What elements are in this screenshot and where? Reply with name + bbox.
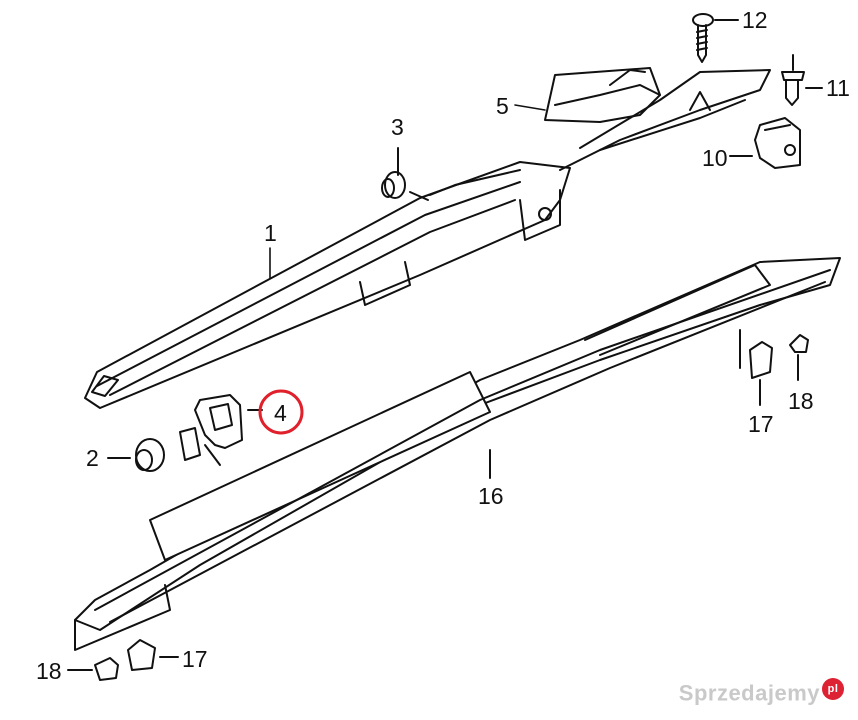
part-10-clip-bracket [729,117,801,169]
callout-17-left: 17 [182,646,208,672]
callout-11: 11 [826,75,850,101]
part-16-sill-panel [74,257,841,651]
watermark-text: Sprzedajemy [678,680,820,705]
callout-10: 10 [702,145,728,171]
highlight-ring [258,389,304,435]
leader-lines [269,104,546,279]
callout-1: 1 [264,220,277,246]
callout-12: 12 [742,7,768,33]
callout-3: 3 [391,114,404,140]
part-18-right-clip [789,334,809,381]
part-1-sill-rail [84,161,571,409]
part-12-screw [692,13,739,63]
part-4-bracket [179,394,263,466]
part-17-right-clip [749,341,773,406]
watermark-suffix: pl [822,677,844,700]
callout-18-left: 18 [36,658,62,684]
part-2-grommet [107,438,165,472]
part-3-grommet [381,147,429,201]
part-17-left-clip [127,639,179,671]
callout-18-right: 18 [788,388,814,414]
callout-2: 2 [86,445,99,471]
callout-17-right: 17 [748,411,774,437]
callout-4: 4 [274,400,287,426]
part-11-clip-pin [781,54,823,106]
callout-5: 5 [496,93,509,119]
part-5-rear-bracket [544,67,771,171]
part-18-left-clip [67,657,119,681]
callout-16: 16 [478,483,504,509]
